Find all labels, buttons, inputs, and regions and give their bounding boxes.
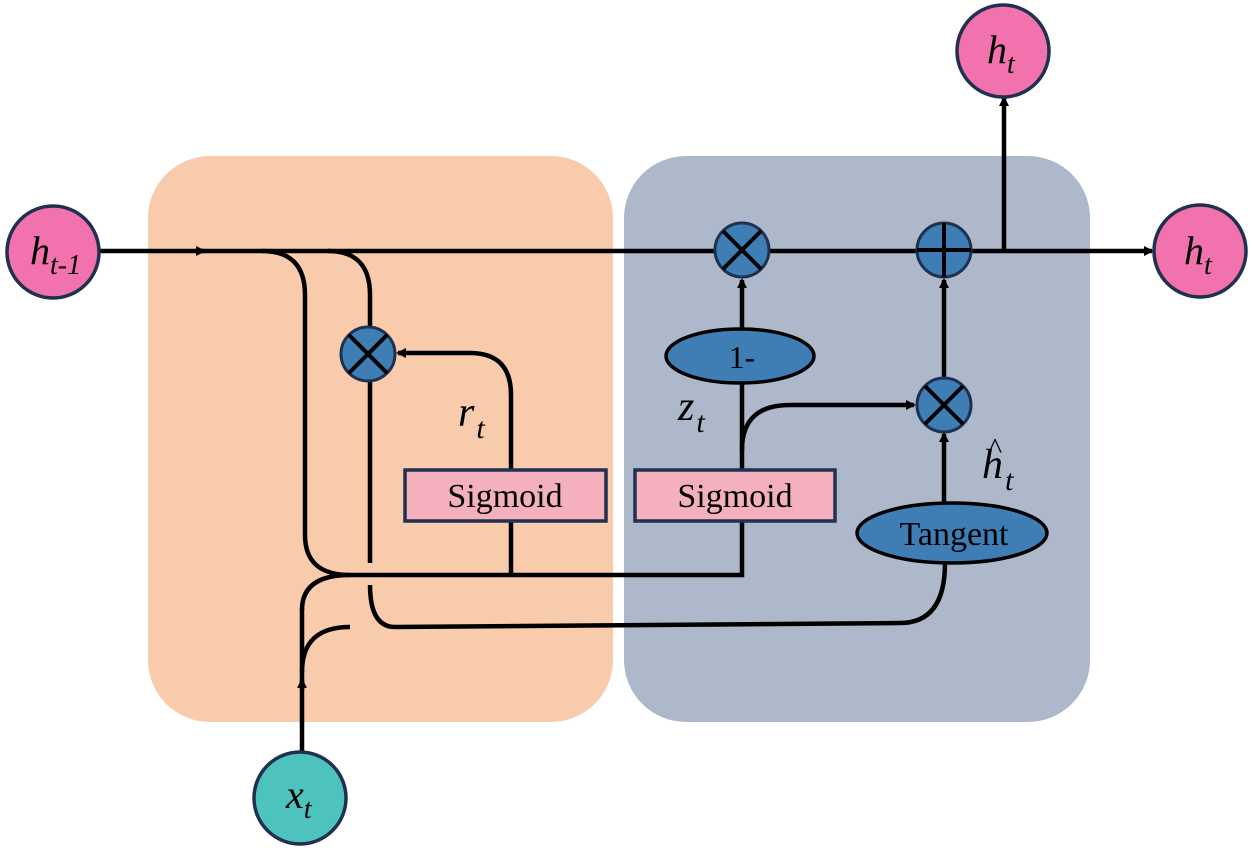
reset-sigmoid-box — [403, 468, 608, 523]
multiply-icon — [721, 229, 763, 271]
reset-multiply-op — [339, 325, 397, 383]
update-gate-panel — [624, 156, 1090, 722]
r-label: rt — [458, 390, 485, 445]
svg-text:ht: ht — [1184, 228, 1213, 281]
reset-to-tangent-line — [367, 562, 948, 630]
reset-sigmoid-label: Sigmoid — [447, 478, 562, 515]
candidate-multiply-op — [915, 376, 973, 434]
h-prev-node: ht-1 — [5, 204, 101, 300]
h-hat-caret: ^ — [987, 432, 1002, 465]
x-branch-upper — [299, 572, 351, 611]
tangent-ellipse — [855, 501, 1049, 565]
h-out-top-node: ht — [955, 3, 1051, 99]
update-sigmoid-box — [633, 468, 837, 523]
connections — [100, 96, 1154, 752]
reset-gate-panel — [148, 156, 613, 722]
update-multiply-op — [713, 221, 771, 279]
h-hat-label: ^ht — [982, 432, 1014, 497]
svg-text:xt: xt — [285, 772, 313, 825]
plus-icon — [917, 223, 971, 277]
update-sigmoid-label: Sigmoid — [677, 478, 792, 515]
svg-text:ht-1: ht-1 — [30, 228, 81, 281]
h-out-right-node: ht — [1152, 203, 1248, 299]
multiply-icon — [923, 384, 965, 426]
one-minus-ellipse — [664, 327, 816, 385]
tangent-label: Tangent — [899, 516, 1009, 553]
one-minus-label: 1- — [729, 339, 756, 375]
z-label: zt — [677, 384, 705, 439]
svg-text:ht: ht — [987, 27, 1016, 80]
z-to-candidate-mult-arrow — [739, 400, 916, 451]
r-to-reset-mult-arrow — [396, 348, 514, 469]
x-input-node: xt — [252, 750, 348, 846]
add-op — [915, 221, 973, 279]
multiply-icon — [347, 333, 389, 375]
h-prev-to-reset-mult-line — [327, 248, 373, 327]
